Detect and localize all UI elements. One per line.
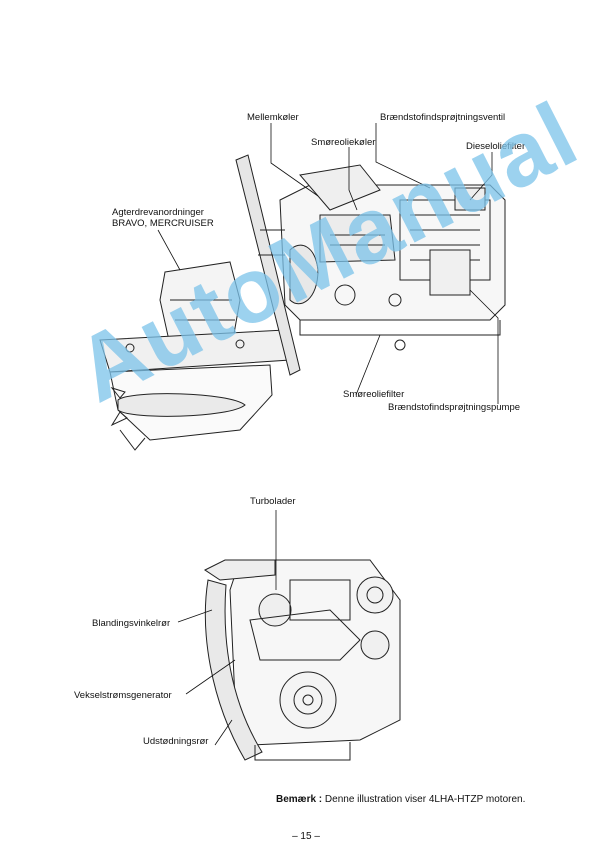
leader-lines (157, 123, 499, 746)
page-number: – 15 – (292, 831, 320, 842)
label-braendstofindsprojtningsventil: Brændstofindsprøjtningsventil (380, 112, 506, 123)
label-dieseloliefilter: Dieseloliefilter (466, 141, 526, 152)
engine-front-view (204, 559, 401, 761)
label-bravo-mercruiser: BRAVO, MERCRUISER (112, 218, 214, 229)
note-prefix: Bemærk : (276, 794, 323, 805)
label-turbolader: Turbolader (250, 496, 296, 507)
stern-drive-drawing (99, 261, 291, 451)
label-udstodningsror: Udstødningsrør (143, 736, 209, 747)
label-smoreoliekoler: Smøreoliekøler (311, 137, 376, 148)
engine-side-view (258, 164, 506, 351)
note: Bemærk : Denne illustration viser 4LHA-H… (276, 794, 525, 805)
label-smoreoliefilter: Smøreoliefilter (343, 389, 405, 400)
label-agterdrevanordninger: Agterdrevanordninger (112, 207, 204, 218)
label-vekselstromsgenerator: Vekselstrømsgenerator (74, 690, 172, 701)
transom-plate (235, 154, 301, 376)
label-braendstofindsprojtningspumpe: Brændstofindsprøjtningspumpe (388, 402, 521, 413)
note-text: Denne illustration viser 4LHA-HTZP motor… (322, 794, 526, 805)
label-blandingsvinkelror: Blandingsvinkelrør (92, 618, 171, 629)
label-mellemkoler: Mellemkøler (247, 112, 299, 123)
